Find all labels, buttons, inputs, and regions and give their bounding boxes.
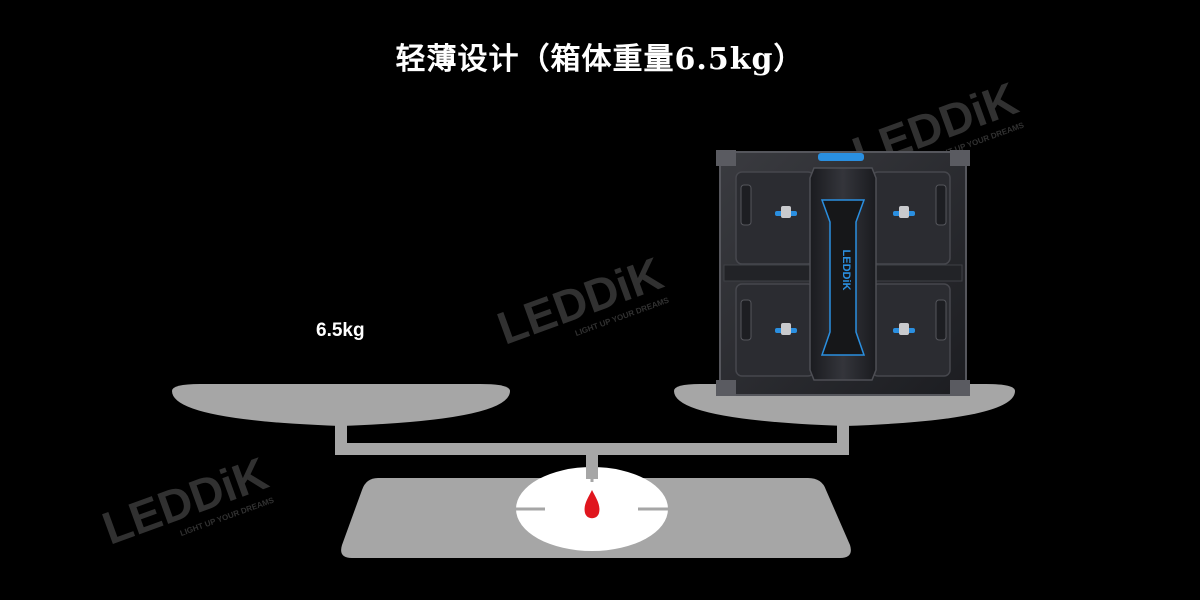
handle-top — [818, 153, 864, 161]
watermark-brand: LEDDiK — [96, 447, 275, 554]
cabinet-logo: LEDDiK — [840, 250, 852, 291]
led-cabinet: LEDDiK — [716, 150, 970, 396]
watermark-brand: LEDDiK — [491, 247, 670, 354]
watermark-bottom-left: LEDDiK LIGHT UP YOUR DREAMS — [96, 447, 276, 554]
watermark-center: LEDDiK LIGHT UP YOUR DREAMS — [491, 247, 671, 354]
scale-needle-icon — [584, 490, 600, 519]
scale-pan-left — [172, 384, 510, 426]
page-title: 轻薄设计（箱体重量6.5kg） — [395, 42, 805, 77]
scale-beam — [335, 416, 849, 455]
scale-stem — [586, 449, 598, 479]
weight-label: 6.5kg — [316, 320, 365, 341]
